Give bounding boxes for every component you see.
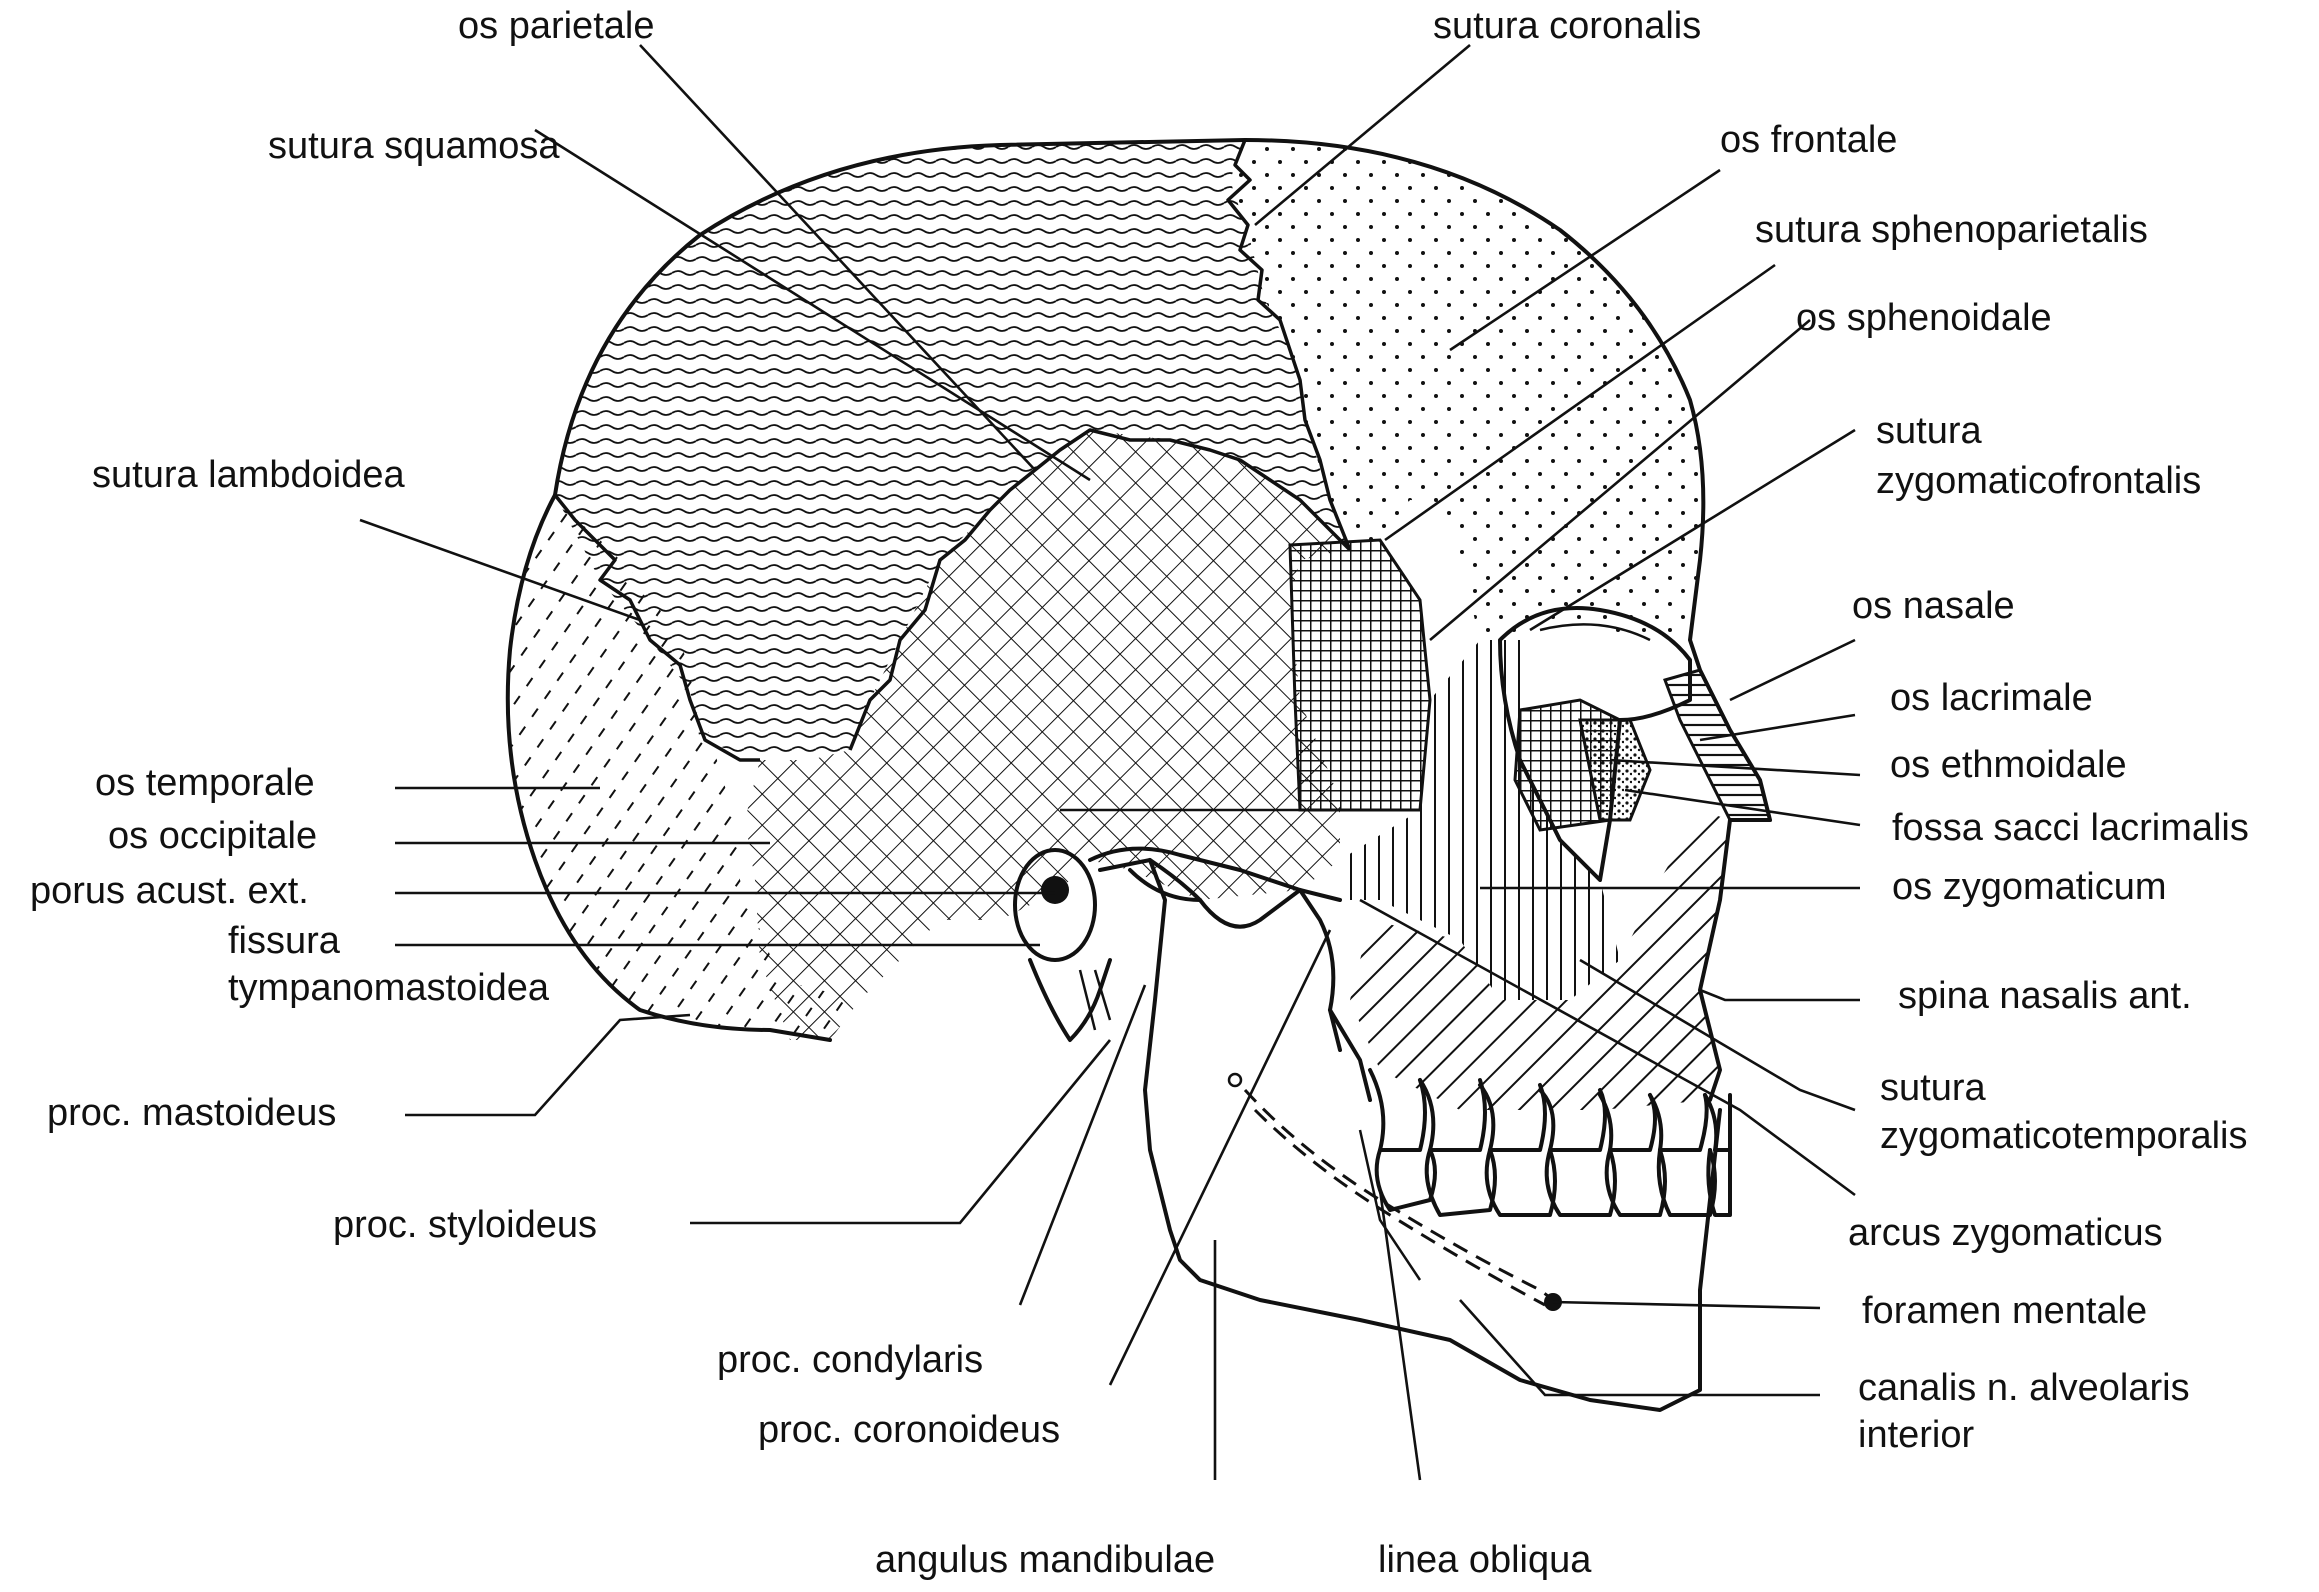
label-sutura-coronalis: sutura coronalis bbox=[1433, 5, 1701, 47]
mandibular-foramen bbox=[1229, 1074, 1241, 1086]
label-canalis-1: canalis n. alveolaris bbox=[1858, 1367, 2190, 1409]
label-fissura-1: fissura bbox=[228, 920, 341, 962]
label-os-temporale: os temporale bbox=[95, 762, 315, 804]
porus-acusticus bbox=[1041, 876, 1069, 904]
skull-drawing bbox=[508, 140, 1770, 1410]
label-proc-condylaris: proc. condylaris bbox=[717, 1339, 983, 1381]
label-proc-mastoideus: proc. mastoideus bbox=[47, 1092, 336, 1134]
label-sutura-zygomaticofrontalis-1: sutura bbox=[1876, 410, 1982, 452]
label-canalis-2: interior bbox=[1858, 1414, 1974, 1456]
label-os-zygomaticum: os zygomaticum bbox=[1892, 866, 2167, 908]
label-proc-coronoideus: proc. coronoideus bbox=[758, 1409, 1060, 1451]
label-porus-acust-ext: porus acust. ext. bbox=[30, 870, 309, 912]
label-fossa-sacci-lacrimalis: fossa sacci lacrimalis bbox=[1892, 807, 2249, 849]
label-angulus-mandibulae: angulus mandibulae bbox=[875, 1539, 1215, 1581]
label-arcus-zygomaticus: arcus zygomaticus bbox=[1848, 1212, 2163, 1254]
label-os-lacrimale: os lacrimale bbox=[1890, 677, 2093, 719]
label-sutura-zygomaticotemporalis-2: zygomaticotemporalis bbox=[1880, 1115, 2247, 1157]
label-sutura-squamosa: sutura squamosa bbox=[268, 125, 560, 167]
label-os-ethmoidale: os ethmoidale bbox=[1890, 744, 2127, 786]
label-sutura-zygomaticofrontalis-2: zygomaticofrontalis bbox=[1876, 460, 2201, 502]
label-fissura-2: tympanomastoidea bbox=[228, 967, 550, 1009]
mastoid-process bbox=[1030, 960, 1110, 1040]
label-os-occipitale: os occipitale bbox=[108, 815, 317, 857]
alveolar-canal bbox=[1245, 1090, 1560, 1305]
label-linea-obliqua: linea obliqua bbox=[1378, 1539, 1592, 1581]
label-proc-styloideus: proc. styloideus bbox=[333, 1204, 597, 1246]
label-spina-nasalis-ant: spina nasalis ant. bbox=[1898, 975, 2192, 1017]
label-os-frontale: os frontale bbox=[1720, 119, 1897, 161]
label-os-parietale: os parietale bbox=[458, 5, 654, 47]
label-os-nasale: os nasale bbox=[1852, 585, 2015, 627]
label-sutura-zygomaticotemporalis-1: sutura bbox=[1880, 1067, 1986, 1109]
label-foramen-mentale: foramen mentale bbox=[1862, 1290, 2147, 1332]
label-os-sphenoidale: os sphenoidale bbox=[1796, 297, 2052, 339]
label-sutura-lambdoidea: sutura lambdoidea bbox=[92, 454, 406, 496]
sphenoid-bone-region bbox=[1290, 540, 1430, 810]
label-sutura-sphenoparietalis: sutura sphenoparietalis bbox=[1755, 209, 2148, 251]
